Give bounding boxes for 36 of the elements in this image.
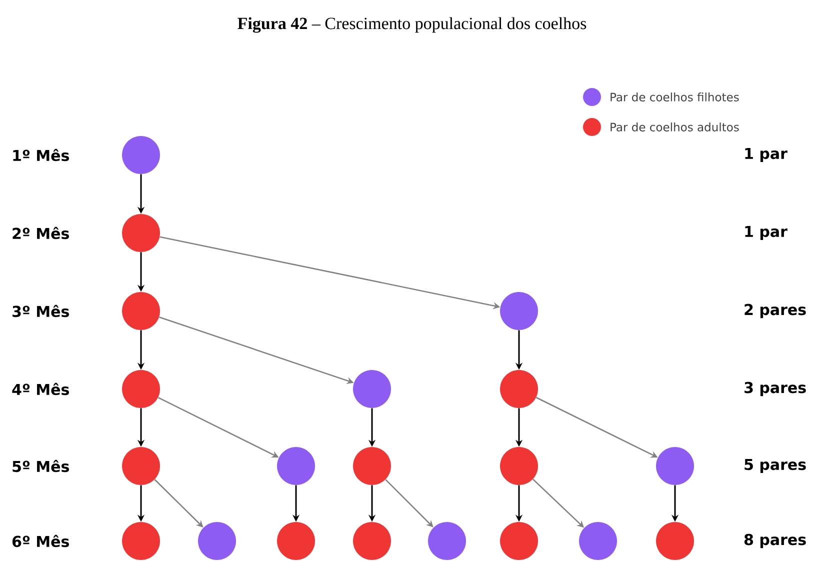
legend-text: Par de coelhos filhotes [610, 92, 739, 102]
rabbit-pair-circle [353, 370, 391, 408]
count-label: 5 pares [744, 458, 806, 474]
rabbit-pair-circle [277, 447, 315, 485]
rabbit-pair-circle [353, 522, 391, 560]
rabbit-pair-circle [656, 447, 694, 485]
rabbit-pair-circle [122, 292, 160, 330]
rabbit-pair-circle [198, 522, 236, 560]
legend-text: Par de coelhos adultos [610, 122, 739, 132]
count-label: 1 par [745, 226, 788, 240]
rabbit-pair-circle [122, 447, 160, 485]
month-label: 1º Mês [13, 148, 69, 162]
rabbit-pair-circle [122, 214, 160, 252]
rabbit-pair-circle [500, 292, 538, 330]
month-label: 2º Mês [12, 226, 69, 240]
rabbit-pair-circle [277, 522, 315, 560]
arrow [385, 479, 434, 528]
title: Figura 42 – Crescimento populacional dos coelhos [238, 17, 586, 33]
rabbit-pair-circle [428, 522, 466, 560]
rabbit-pair-circle [579, 522, 617, 560]
rabbit-pair-circle [500, 370, 538, 408]
count-label: 1 par [745, 148, 788, 162]
count-label: 3 pares [744, 382, 806, 396]
rabbit-pair-circle [656, 522, 694, 560]
rabbit-pair-circle [353, 447, 391, 485]
count-label: 8 pares [744, 534, 806, 548]
rabbit-pair-circle [122, 136, 160, 174]
rabbit-pair-circle [500, 522, 538, 560]
month-label: 6º Mês [12, 534, 69, 548]
rabbit-pair-circle [500, 447, 538, 485]
month-label: 5º Mês [12, 460, 69, 472]
month-label: 4º Mês [12, 382, 69, 396]
rabbit-pair-circle [122, 522, 160, 560]
count-label: 2 pares [744, 304, 806, 318]
rabbit-pair-circle [122, 370, 160, 408]
month-label: 3º Mês [12, 304, 69, 318]
